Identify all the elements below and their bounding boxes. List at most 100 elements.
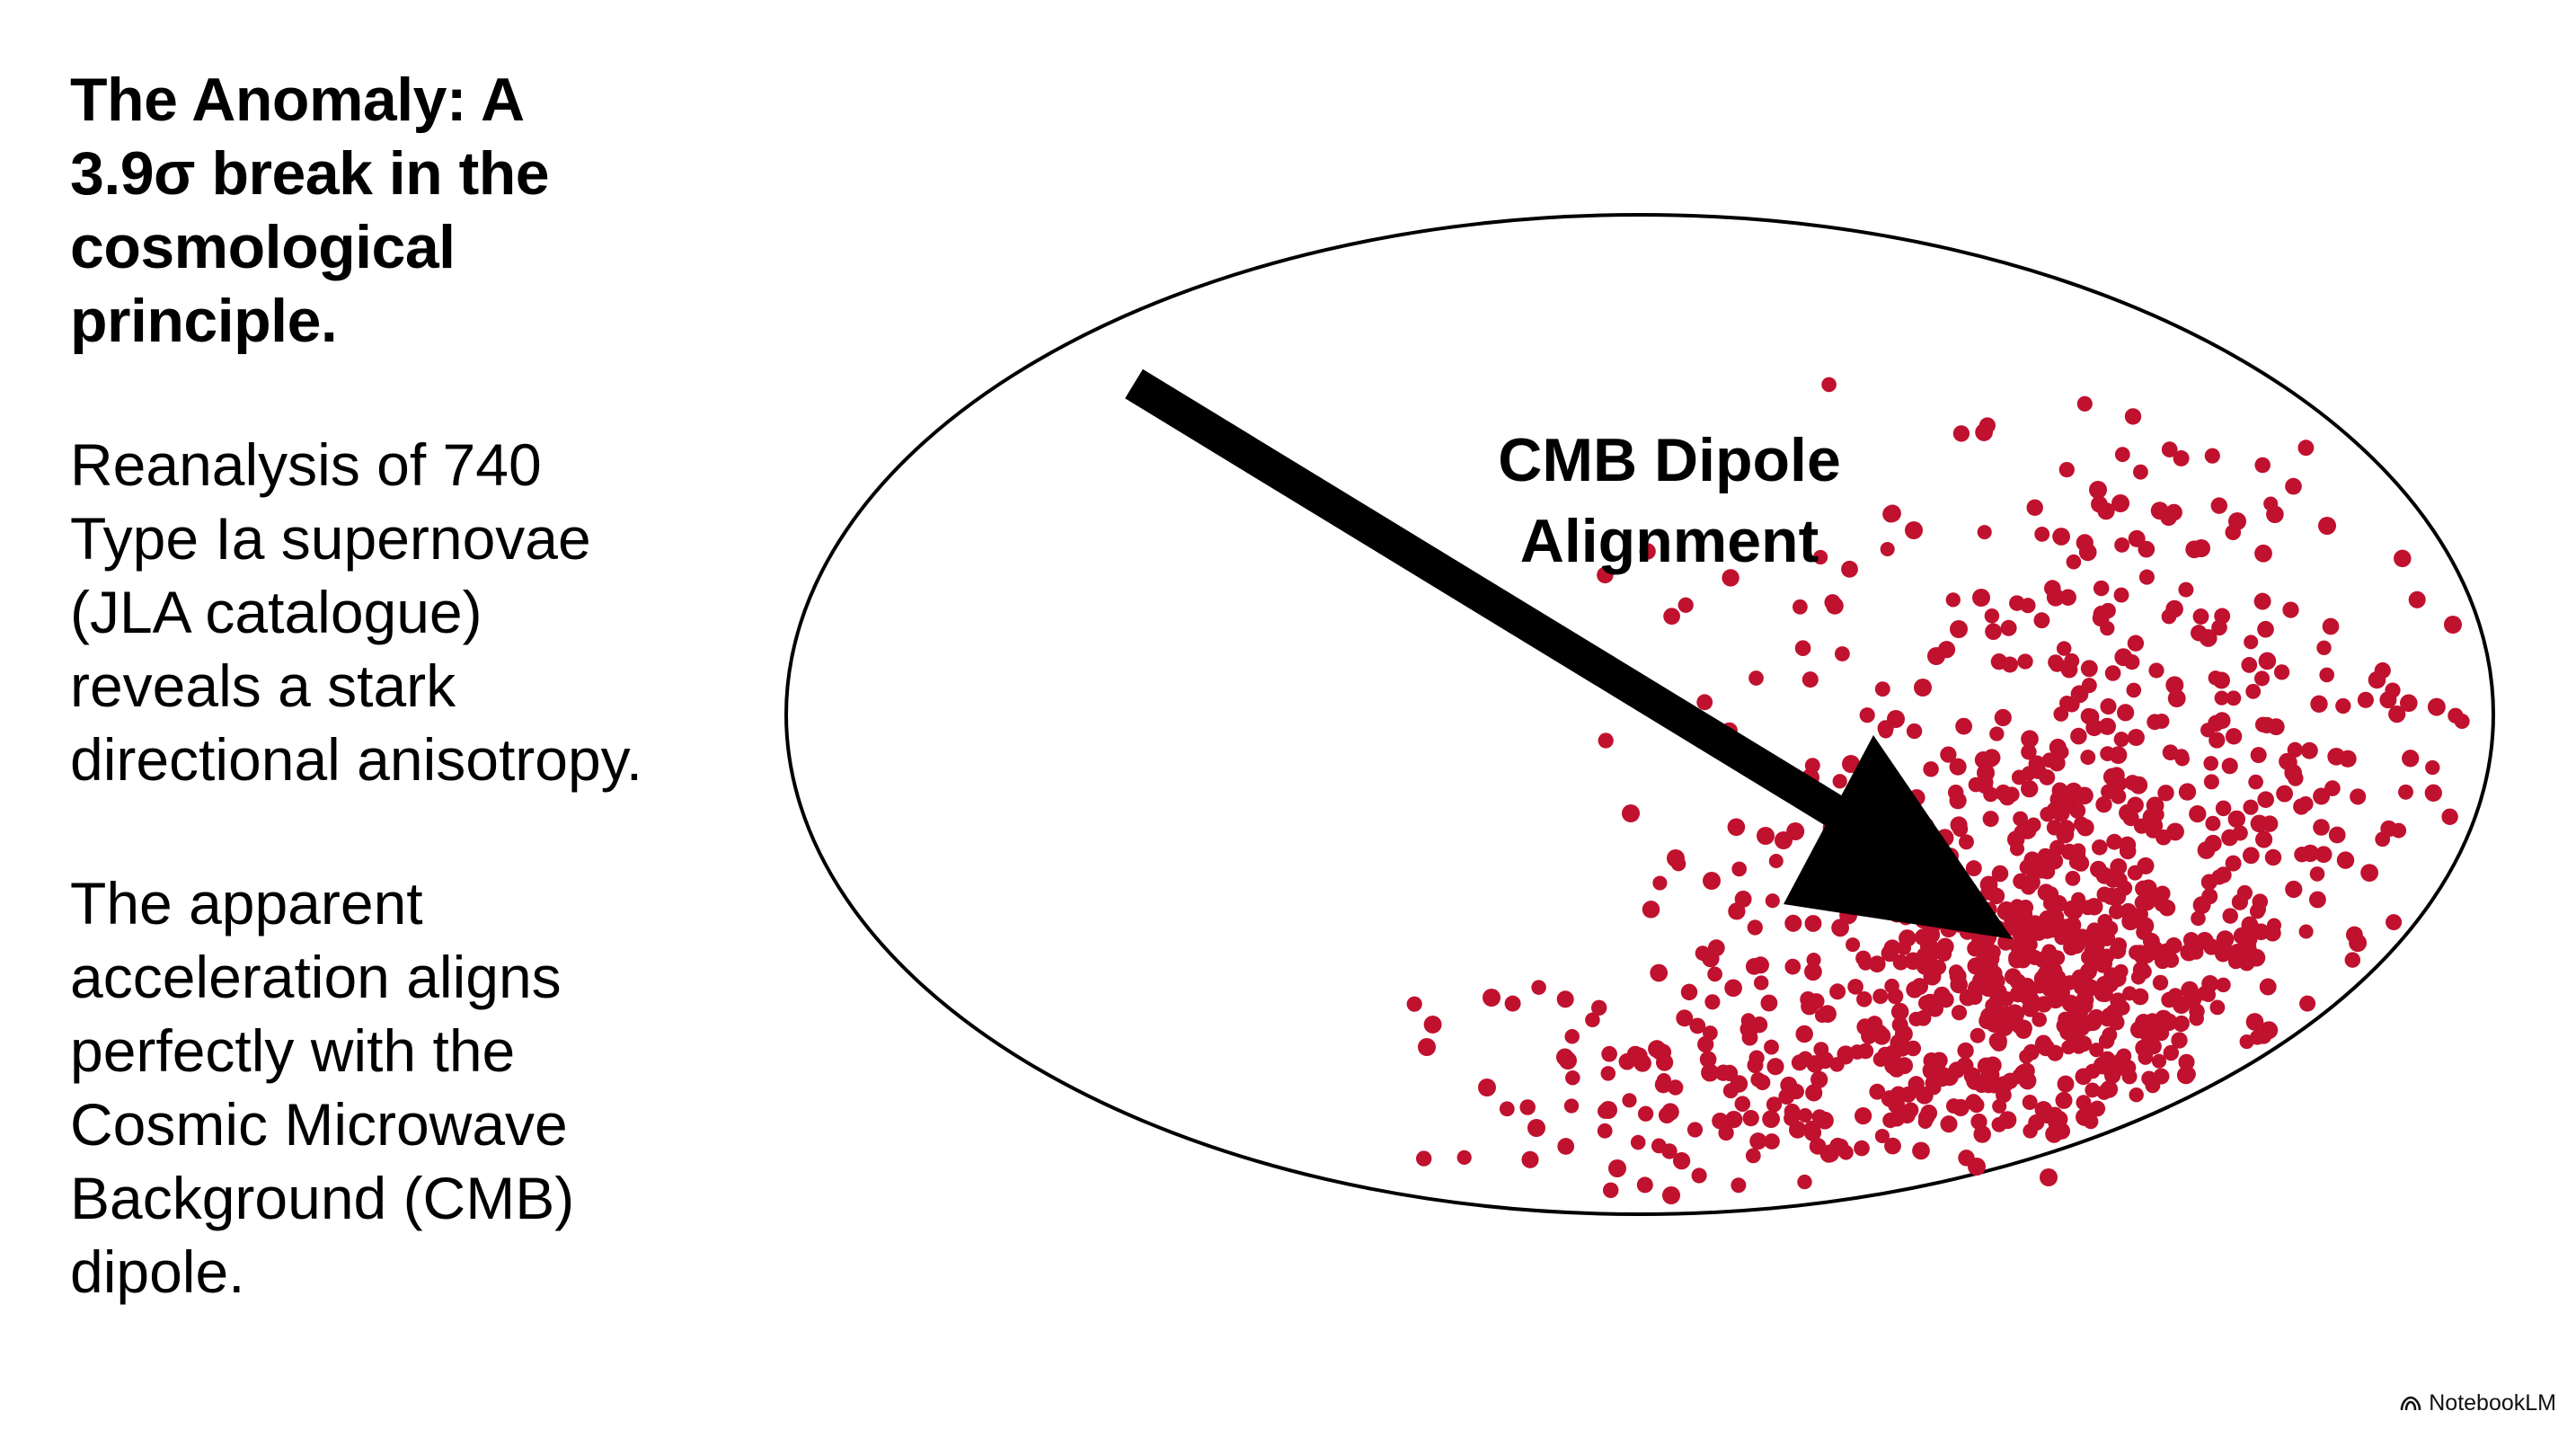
supernova-point — [1622, 1093, 1637, 1108]
supernova-point — [1757, 827, 1775, 845]
supernova-point — [2067, 1022, 2084, 1039]
supernova-point — [2150, 502, 2169, 520]
supernova-point — [1905, 521, 1923, 539]
supernova-point — [2161, 991, 2177, 1008]
supernova-point — [2203, 756, 2218, 771]
supernova-point — [1703, 872, 1721, 890]
supernova-point — [2021, 879, 2037, 895]
supernova-point — [1590, 999, 1607, 1016]
supernova-point — [2247, 948, 2266, 967]
supernova-point — [2108, 903, 2125, 919]
supernova-point — [2081, 979, 2100, 997]
supernova-point — [2159, 1013, 2178, 1032]
supernova-point — [1598, 732, 1614, 749]
supernova-point — [2035, 996, 2052, 1013]
supernova-point — [1734, 1096, 1751, 1112]
supernova-point — [2299, 995, 2316, 1012]
supernova-point — [1972, 589, 1990, 607]
supernova-point — [1622, 804, 1640, 822]
supernova-point — [2225, 728, 2243, 745]
supernova-point — [1661, 1103, 1679, 1121]
supernova-point — [1745, 1148, 1761, 1164]
supernova-point — [2294, 847, 2310, 863]
supernova-point — [1750, 1016, 1768, 1034]
supernova-point — [1940, 746, 1957, 763]
supernova-point — [2102, 887, 2120, 906]
supernova-point — [1677, 597, 1694, 613]
supernova-point — [1842, 755, 1860, 773]
supernova-point — [2253, 592, 2271, 610]
supernova-point — [1805, 1084, 1823, 1102]
supernova-point — [2067, 846, 2086, 865]
supernova-point — [1608, 1159, 1626, 1177]
supernova-point — [2308, 891, 2326, 909]
supernova-point — [1704, 994, 1721, 1010]
supernova-point — [1672, 1152, 1691, 1170]
supernova-point — [1949, 758, 1967, 776]
supernova-point — [1483, 989, 1500, 1007]
supernova-point — [2034, 526, 2050, 542]
supernova-point — [2226, 690, 2242, 706]
supernova-point — [1968, 1158, 1986, 1176]
supernova-point — [1801, 671, 1819, 688]
supernova-point — [2076, 1095, 2092, 1111]
notebooklm-watermark: NotebookLM — [2400, 1390, 2556, 1416]
supernova-point — [2021, 730, 2039, 749]
supernova-point — [2388, 705, 2406, 723]
supernova-point — [1947, 784, 1964, 801]
supernova-point — [1967, 979, 1986, 998]
supernova-point — [1945, 592, 1961, 608]
supernova-point — [2083, 1114, 2099, 1130]
supernova-point — [2076, 395, 2093, 412]
supernova-point — [2084, 899, 2100, 915]
supernova-point — [1810, 1070, 1828, 1088]
supernova-point — [2285, 880, 2303, 899]
supernova-point — [2030, 762, 2047, 779]
supernova-point — [1731, 861, 1748, 877]
supernova-point — [2056, 641, 2072, 656]
supernova-point — [1724, 979, 1742, 998]
supernova-point — [2138, 569, 2155, 585]
supernova-point — [1478, 1078, 1496, 1096]
supernova-point — [2181, 1066, 2196, 1082]
supernova-point — [1760, 994, 1778, 1012]
supernova-point — [1991, 865, 2009, 883]
supernova-point — [2002, 656, 2018, 673]
supernova-point — [2126, 682, 2142, 698]
diagram-label-line-2: Alignment — [1520, 507, 1819, 575]
supernova-point — [2222, 908, 2238, 924]
supernova-point — [1892, 1034, 1908, 1051]
supernova-point — [2328, 826, 2346, 844]
supernova-point — [1754, 1074, 1771, 1091]
supernova-point — [1989, 726, 2005, 741]
supernova-point — [1630, 1134, 1646, 1150]
supernova-point — [2300, 741, 2318, 759]
supernova-point — [1819, 1145, 1838, 1163]
supernova-point — [1956, 1057, 1974, 1075]
supernova-point — [2073, 816, 2089, 832]
supernova-point — [1965, 860, 1982, 877]
supernova-point — [2124, 408, 2142, 425]
supernova-point — [2244, 635, 2259, 650]
supernova-point — [1718, 1124, 1734, 1141]
supernova-point — [2227, 810, 2246, 829]
supernova-point — [1912, 1141, 1930, 1160]
supernova-point — [1922, 945, 1940, 963]
supernova-point — [1636, 1176, 1653, 1194]
supernova-point — [2121, 1069, 2138, 1085]
supernova-point — [2239, 1034, 2254, 1050]
supernova-point — [2057, 1075, 2075, 1093]
supernova-point — [1731, 1177, 1747, 1194]
supernova-point — [2178, 1053, 2195, 1070]
supernova-point — [1557, 1138, 1575, 1155]
supernova-point — [1564, 1029, 1580, 1044]
supernova-point — [2245, 1013, 2264, 1031]
supernova-point — [1833, 1139, 1849, 1155]
supernova-point — [1872, 989, 1889, 1005]
supernova-point — [1748, 670, 1764, 686]
supernova-point — [2241, 916, 2259, 934]
supernova-point — [2204, 448, 2220, 464]
supernova-point — [2080, 660, 2098, 678]
supernova-point — [1642, 901, 1660, 919]
supernova-point — [1821, 377, 1837, 393]
